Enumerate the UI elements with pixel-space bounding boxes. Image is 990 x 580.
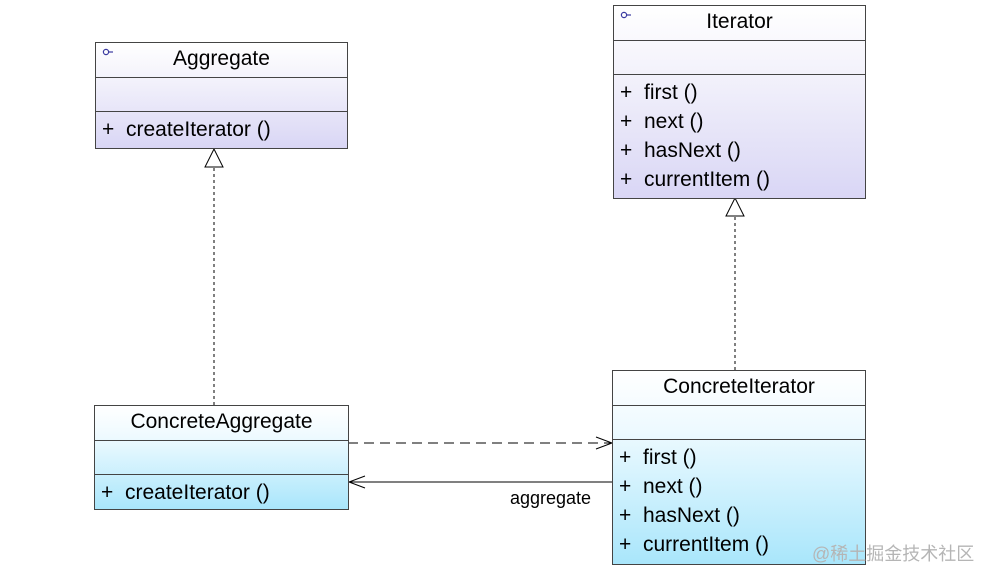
operation-label: createIterator (): [126, 118, 271, 141]
class-name: ConcreteAggregate: [130, 410, 313, 433]
operation-label: next (): [643, 475, 703, 498]
class-name-header: Iterator: [614, 6, 865, 41]
class-name-header: ConcreteIterator: [613, 371, 865, 406]
interface-icon: [102, 48, 113, 56]
attributes-compartment: [613, 406, 865, 440]
visibility-marker: +: [620, 139, 633, 162]
operations-compartment: + createIterator (): [96, 112, 347, 144]
realization-arrowhead-iterator: [725, 196, 745, 217]
operation-label: createIterator (): [125, 481, 270, 504]
realization-arrowhead-aggregate: [204, 147, 224, 168]
visibility-marker: +: [102, 118, 115, 141]
visibility-marker: +: [620, 81, 633, 104]
operation-label: hasNext (): [644, 139, 741, 162]
operation-item[interactable]: + createIterator (): [102, 115, 347, 144]
visibility-marker: +: [619, 504, 632, 527]
operation-label: currentItem (): [643, 533, 770, 556]
attributes-compartment: [95, 441, 348, 475]
operation-item[interactable]: + hasNext (): [619, 501, 865, 530]
iterator-class[interactable]: Iterator + first () + next () + hasNext () …: [613, 5, 866, 199]
visibility-marker: +: [619, 475, 632, 498]
operations-compartment: + createIterator (): [95, 475, 348, 507]
watermark: @稀土掘金技术社区: [812, 544, 975, 564]
visibility-marker: +: [619, 533, 632, 556]
concrete-aggregate-class[interactable]: ConcreteAggregate + createIterator (): [94, 405, 349, 510]
operations-compartment: + first () + next () + hasNext () + currentI…: [614, 75, 865, 194]
association-arrowhead: [347, 475, 366, 489]
operation-label: hasNext (): [643, 504, 740, 527]
operation-item[interactable]: + hasNext (): [620, 136, 865, 165]
aggregate-class[interactable]: Aggregate + createIterator (): [95, 42, 348, 149]
operation-item[interactable]: + first (): [620, 78, 865, 107]
operation-item[interactable]: + createIterator (): [101, 478, 348, 507]
operation-item[interactable]: + next (): [620, 107, 865, 136]
attributes-compartment: [614, 41, 865, 75]
operation-item[interactable]: + currentItem (): [620, 165, 865, 194]
class-name-header: ConcreteAggregate: [95, 406, 348, 441]
operation-label: next (): [644, 110, 704, 133]
operation-label: first (): [644, 81, 698, 104]
interface-icon: [620, 11, 631, 19]
visibility-marker: +: [620, 110, 633, 133]
class-name: Aggregate: [173, 47, 270, 70]
operation-item[interactable]: + first (): [619, 443, 865, 472]
class-name: ConcreteIterator: [663, 375, 815, 398]
operation-label: first (): [643, 446, 697, 469]
operation-item[interactable]: + currentItem (): [619, 530, 865, 559]
attributes-compartment: [96, 78, 347, 112]
class-name-header: Aggregate: [96, 43, 347, 78]
operation-item[interactable]: + next (): [619, 472, 865, 501]
visibility-marker: +: [101, 481, 114, 504]
operation-label: currentItem (): [644, 168, 771, 191]
association-role-label: aggregate: [510, 488, 592, 508]
concrete-iterator-class[interactable]: ConcreteIterator + first () + next () + has…: [612, 370, 866, 565]
operations-compartment: + first () + next () + hasNext () + currentI…: [613, 440, 865, 559]
visibility-marker: +: [620, 168, 633, 191]
class-name: Iterator: [706, 10, 773, 33]
visibility-marker: +: [619, 446, 632, 469]
